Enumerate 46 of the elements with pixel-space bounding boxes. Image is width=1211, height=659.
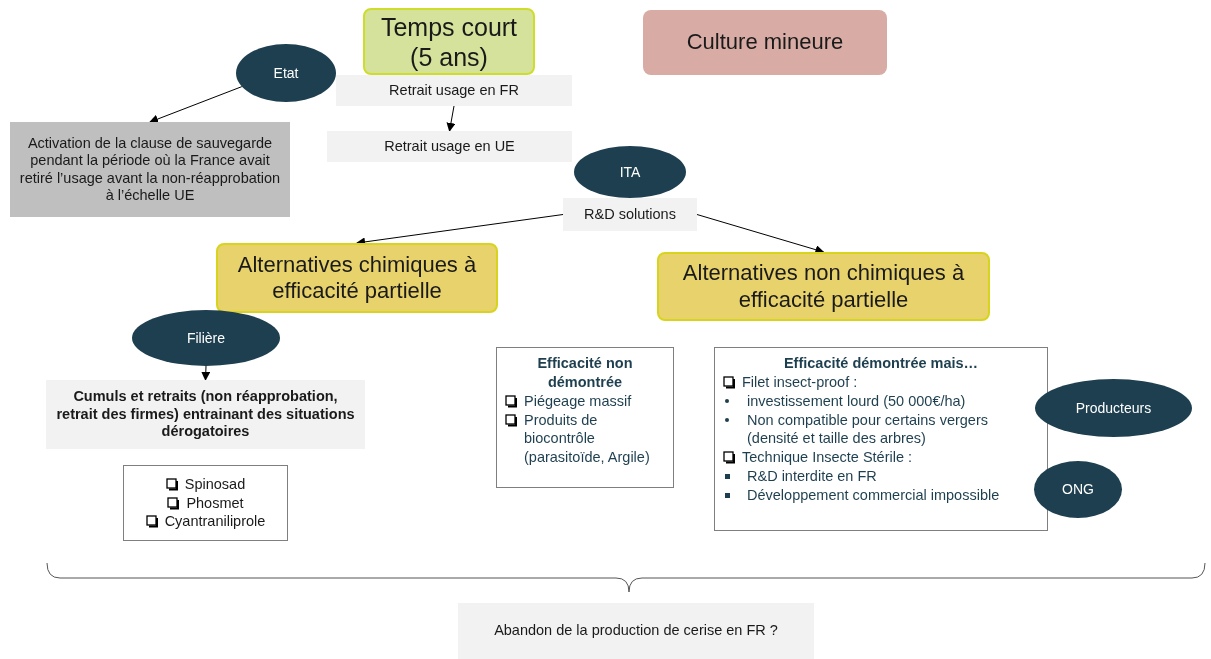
list-item: Développement commercial impossible	[747, 485, 1000, 505]
node-label: Producteurs	[1075, 399, 1152, 417]
node-label: Abandon de la production de cerise en FR ?	[494, 622, 778, 640]
list-item: Piégeage massif	[524, 391, 632, 411]
arrow	[149, 86, 243, 124]
list-heading: Efficacité non démontrée	[536, 354, 634, 392]
list-item: R&D interdite en FR	[747, 467, 877, 486]
node-label: Retrait usage en UE	[384, 137, 515, 156]
node-label: Alternatives chimiques à efficacité partielle	[236, 251, 478, 305]
node-label: Etat	[273, 64, 299, 82]
list-item: Technique Insecte Stérile :	[742, 448, 913, 468]
list-box	[496, 347, 674, 488]
node-label: Alternatives non chimiques à efficacité partielle	[681, 260, 966, 313]
node-label: Culture mineure	[686, 29, 844, 56]
list-item: Cyantraniliprole	[164, 512, 266, 532]
category-box	[216, 243, 498, 313]
actor-ellipse	[574, 146, 686, 198]
list-item: Phosmet	[186, 493, 244, 513]
list-item: Produits de biocontrôle (parasitoïde, Argile)	[524, 410, 651, 468]
list-box	[714, 347, 1048, 531]
node-label: R&D solutions	[584, 205, 676, 224]
heading-box	[363, 8, 535, 75]
arrow	[446, 105, 456, 132]
heading-box	[643, 10, 887, 75]
actor-ellipse	[236, 44, 336, 102]
process-box	[336, 75, 572, 106]
node-label: ITA	[619, 163, 641, 181]
process-box	[563, 198, 697, 231]
process-box	[327, 131, 572, 162]
node-label: Temps court (5 ans)	[379, 11, 519, 72]
list-item: investissement lourd (50 000€/ha)	[747, 391, 966, 411]
node-label: Retrait usage en FR	[389, 81, 519, 100]
node-label: ONG	[1062, 481, 1094, 498]
category-box	[657, 252, 990, 321]
node-label: Activation de la clause de sauvegarde pendant la période où la France avait retiré l’usage avant la non-réapprobation à l’échelle UE	[18, 134, 282, 205]
node-label: Cumuls et retraits (non réapprobation, retrait des firmes) entrainant des situations dérogatoires	[55, 388, 356, 441]
list-heading: Efficacité démontrée mais…	[782, 354, 980, 373]
arrow	[696, 214, 825, 254]
note-box	[10, 122, 290, 217]
list-box	[123, 465, 288, 541]
node-label: Filière	[186, 329, 226, 347]
list-item: Non compatible pour certains vergers (densité et taille des arbres)	[747, 410, 989, 449]
list-item: Filet insect-proof :	[742, 372, 858, 392]
process-box	[46, 380, 365, 449]
arrow	[201, 365, 211, 381]
list-item: Spinosad	[184, 474, 246, 494]
